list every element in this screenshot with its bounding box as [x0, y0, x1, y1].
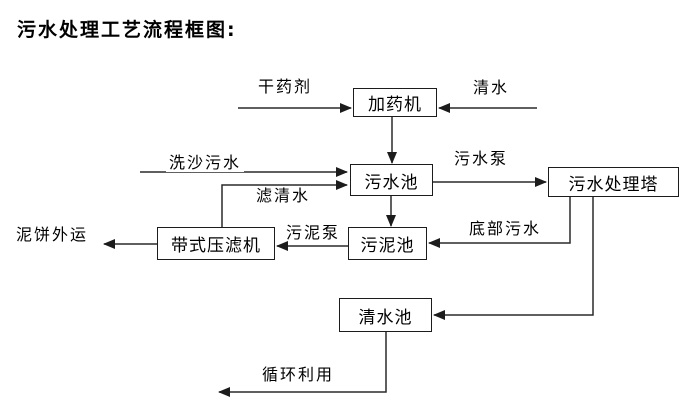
node-sludge-pool: 污泥池: [348, 227, 427, 260]
node-dosing-machine: 加药机: [353, 88, 437, 117]
node-sewage-treatment-tower: 污水处理塔: [548, 167, 679, 197]
node-sewage-pool: 污水池: [350, 164, 433, 196]
label-mud-cake-outbound: 泥饼外运: [16, 225, 89, 244]
label-sewage-pump: 污水泵: [454, 149, 509, 168]
arrow-filtered-water-to-sewage-pool: [221, 180, 348, 227]
label-bottom-sewage: 底部污水: [469, 219, 542, 238]
page-title: 污水处理工艺流程框图:: [17, 19, 237, 41]
arrow-treatment-tower-to-clean-pool: [433, 197, 594, 320]
label-dry-chemical: 干药剂: [258, 77, 313, 96]
label-sand-wash-sewage: 洗沙污水: [166, 153, 245, 173]
arrow-recycling-out: [218, 332, 387, 397]
label-clean-water: 清水: [473, 78, 510, 97]
label-sludge-pump: 污泥泵: [286, 223, 341, 242]
label-filtered-water: 滤清水: [256, 186, 311, 205]
label-recycling: 循环利用: [262, 365, 335, 384]
arrow-bottom-sewage-to-sludge-pool: [428, 197, 571, 248]
node-belt-filter-press: 带式压滤机: [157, 227, 275, 260]
node-clean-water-pool: 清水池: [339, 298, 432, 332]
